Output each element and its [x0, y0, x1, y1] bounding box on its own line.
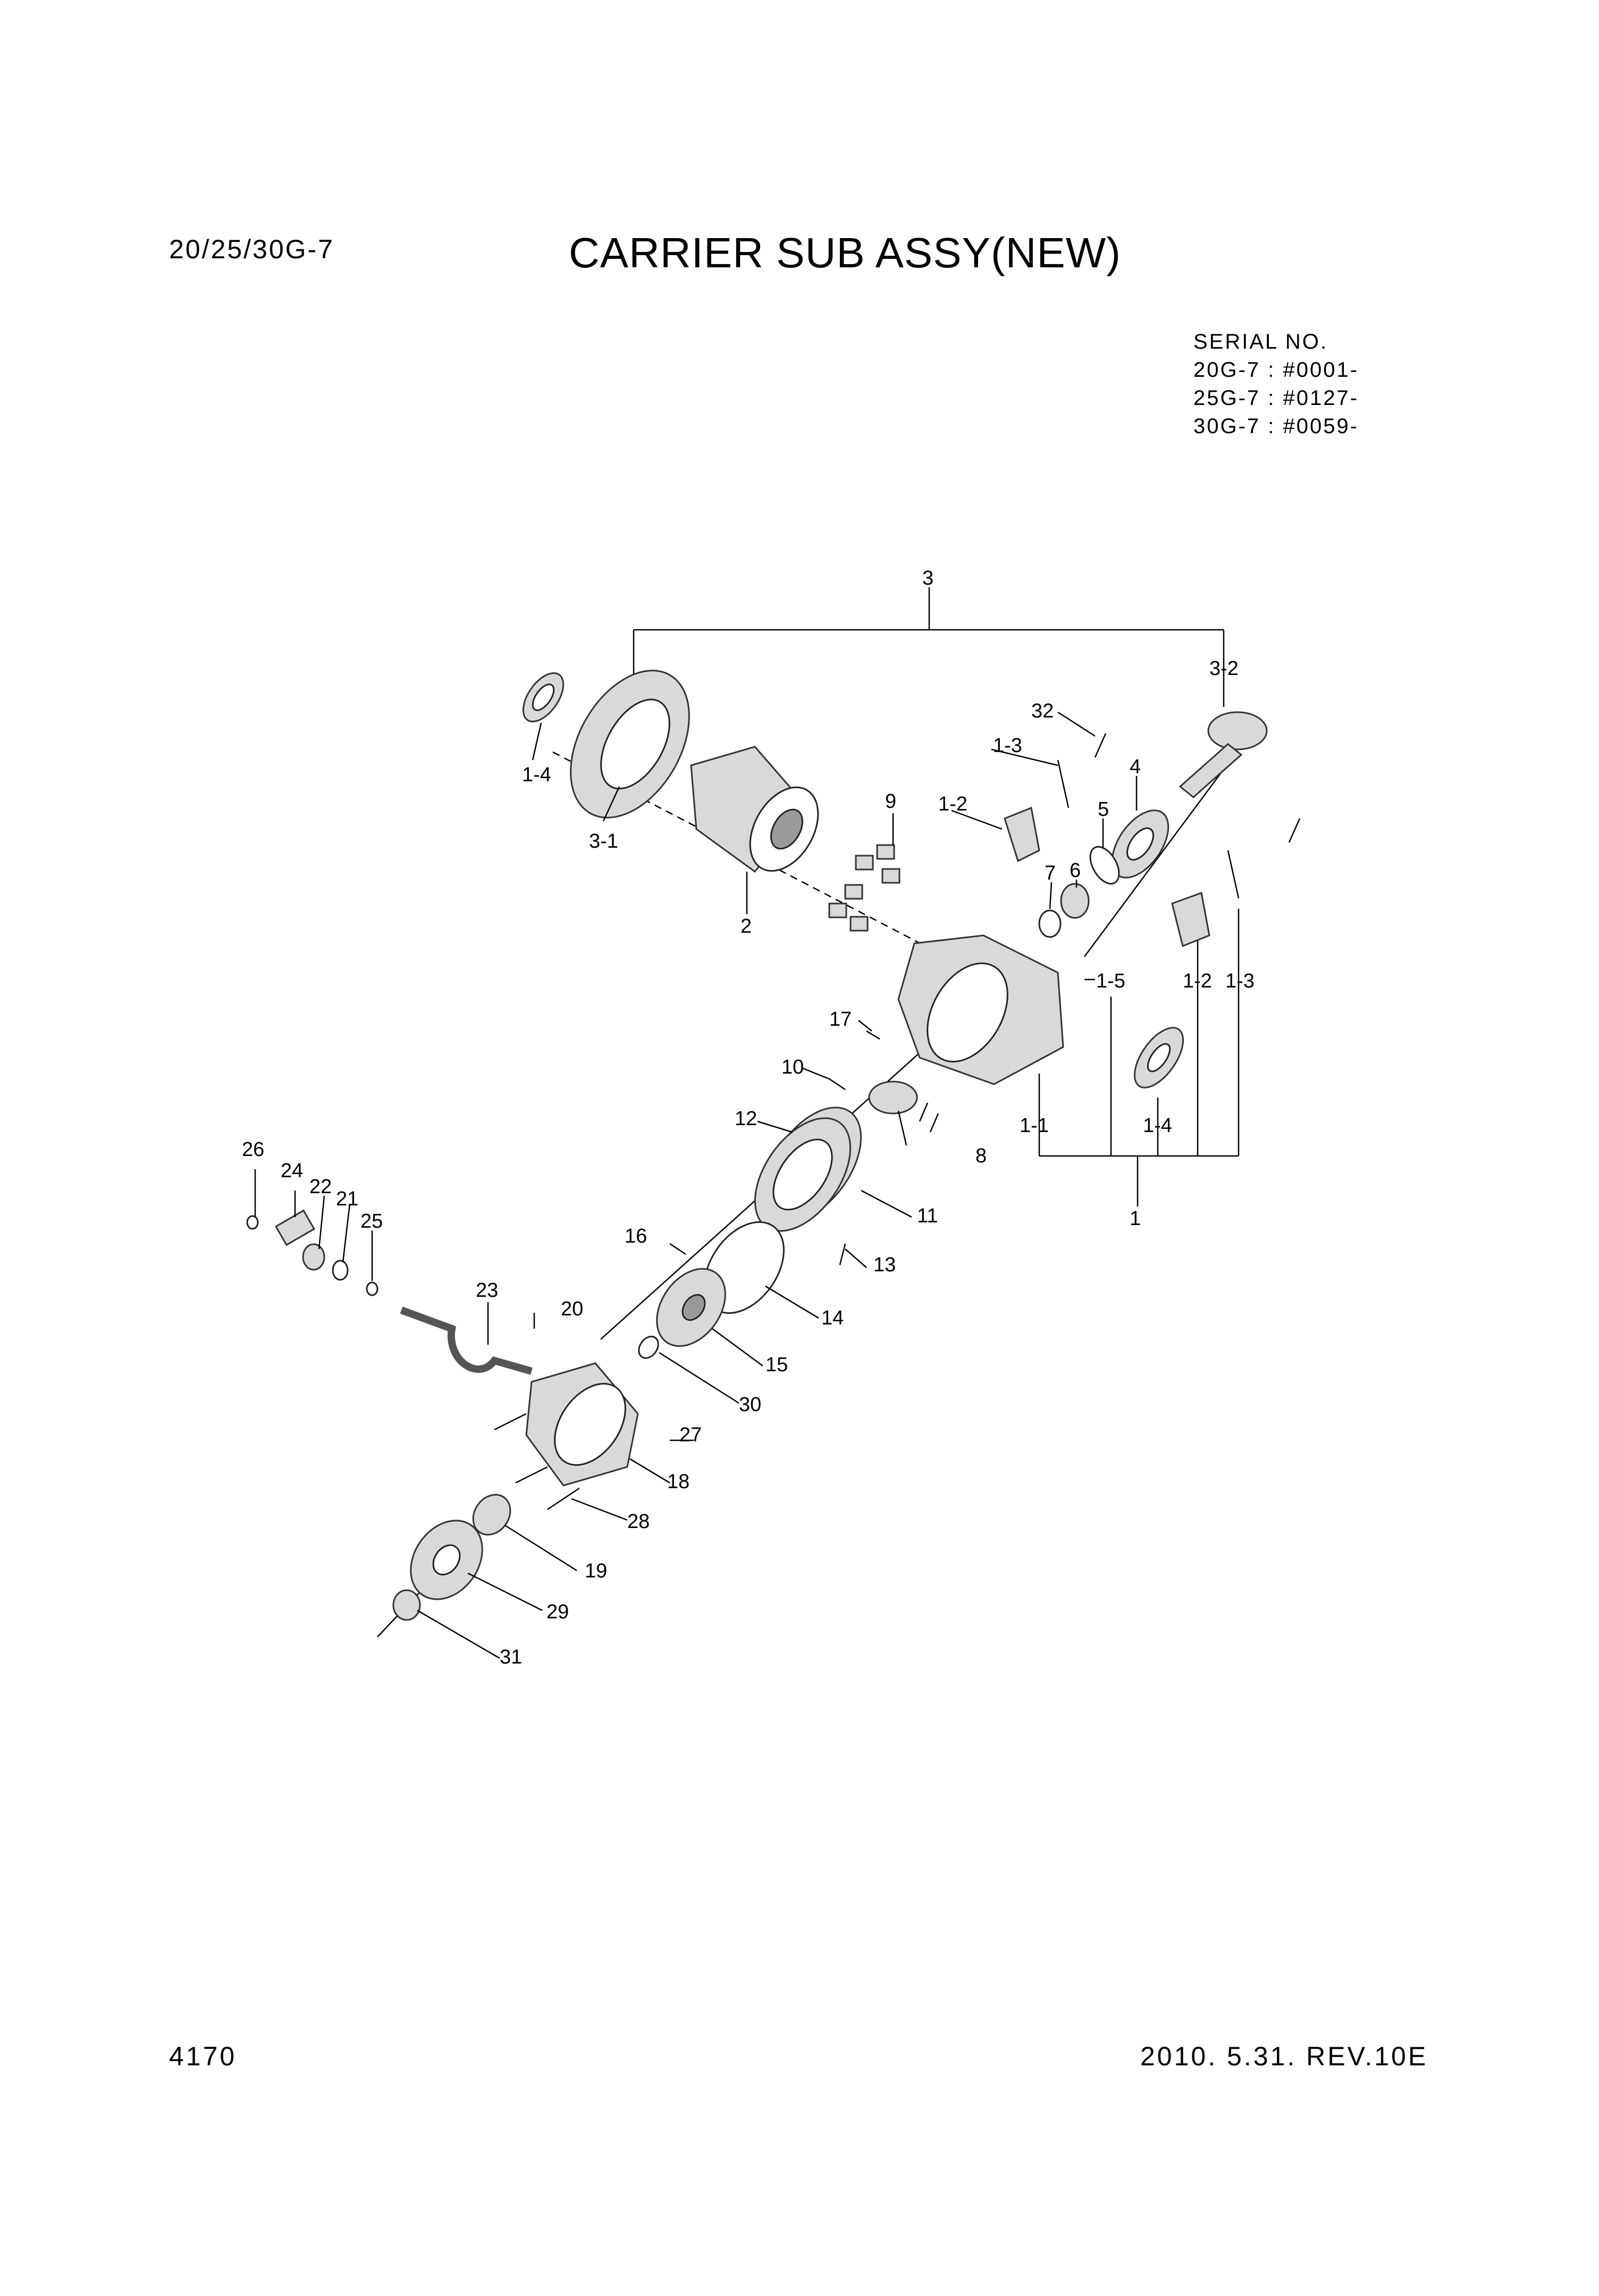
part-3-1-ring-gear [570, 670, 690, 818]
callout-6: 6 [1070, 859, 1081, 882]
callout-1: 1 [1130, 1208, 1141, 1230]
callout-24: 24 [281, 1160, 303, 1182]
callout-19: 19 [585, 1560, 607, 1582]
callout-3-1: 3-1 [589, 830, 618, 852]
model-code: 20/25/30G-7 [169, 234, 334, 264]
part-6-spacer [1060, 883, 1090, 919]
callout-23: 23 [476, 1279, 498, 1302]
serial-number-block: SERIAL NO. 20G-7 : #0001- 25G-7 : #0127-… [1193, 328, 1359, 441]
callout-7: 7 [1045, 862, 1056, 884]
part-9-bolts [828, 844, 901, 932]
callout-1-3-right: 1-3 [1225, 970, 1255, 992]
callout-30: 30 [739, 1394, 761, 1416]
callout-15: 15 [765, 1354, 788, 1376]
callout-3: 3 [922, 567, 933, 589]
callout-4: 4 [1130, 756, 1141, 778]
serial-heading: SERIAL NO. [1193, 330, 1328, 353]
callout-9: 9 [885, 790, 896, 813]
page-title: CARRIER SUB ASSY(NEW) [569, 229, 1121, 276]
part-1-4-bearing-right [1133, 1027, 1184, 1088]
part-1-1-carrier-housing [897, 934, 1064, 1085]
callout-32: 32 [1031, 700, 1054, 722]
part-1-2-bearing-cap-right [1171, 891, 1210, 948]
part-17-pin [866, 1030, 880, 1040]
callout-21: 21 [336, 1188, 358, 1210]
part-18-cover [525, 1362, 639, 1487]
serial-line-25g: 25G-7 : #0127- [1193, 386, 1359, 410]
callout-17: 17 [829, 1008, 852, 1031]
callout-2: 2 [740, 915, 752, 938]
part-31-nut [392, 1589, 421, 1621]
callout-22: 22 [309, 1176, 332, 1198]
callout-27: 27 [679, 1424, 702, 1446]
part-24-22-21-25-26-fittings [246, 1209, 378, 1296]
callout-3-2: 3-2 [1209, 657, 1239, 680]
part-1-2-bearing-cap-left [1004, 806, 1040, 863]
part-2-differential-case [690, 746, 819, 873]
part-7-ring [1038, 909, 1062, 938]
part-8-seal [868, 1081, 918, 1115]
callout-25: 25 [360, 1210, 383, 1233]
part-3-2-pinion [1179, 711, 1268, 798]
callout-8: 8 [975, 1145, 987, 1167]
callout-1-4-right: 1-4 [1143, 1115, 1172, 1137]
part-1-4-bearing-left [522, 672, 565, 723]
bracket-item-3 [633, 587, 1225, 707]
revision-date: 2010. 5.31. REV.10E [1140, 2041, 1428, 2071]
callout-29: 29 [546, 1601, 569, 1623]
callout-1-1: 1-1 [1020, 1115, 1049, 1137]
leader-lines [254, 711, 1138, 1659]
callout-11: 11 [917, 1205, 938, 1227]
callout-28: 28 [627, 1510, 650, 1533]
bracket-item-1 [1038, 909, 1240, 1206]
part-28-bolts [494, 1413, 580, 1510]
callout-5: 5 [1098, 798, 1109, 821]
callout-1-5: 1-5 [1096, 970, 1125, 992]
part-30-oring [638, 1336, 659, 1359]
callout-1-2-left: 1-2 [938, 793, 967, 815]
callout-1-3-top: 1-3 [993, 735, 1022, 757]
page-number: 4170 [169, 2041, 237, 2071]
callout-13: 13 [873, 1254, 896, 1276]
callout-20: 20 [561, 1298, 583, 1320]
part-23-pipe [400, 1306, 533, 1375]
serial-line-30g: 30G-7 : #0059- [1193, 415, 1359, 438]
part-1-3-bolts [1057, 733, 1301, 899]
callout-12: 12 [735, 1108, 757, 1130]
callout-31: 31 [500, 1646, 522, 1668]
callout-1-2-right: 1-2 [1183, 970, 1212, 992]
callout-14: 14 [821, 1307, 844, 1329]
callout-18: 18 [667, 1471, 689, 1493]
callout-1-4-left: 1-4 [522, 764, 551, 786]
part-19-seal [472, 1493, 511, 1536]
callout-labels: 3 3-2 32 1-3 1-4 3-1 9 1-2 4 5 6 7 2 1-5… [242, 567, 1255, 1668]
serial-line-20g: 20G-7 : #0001- [1193, 358, 1359, 382]
callout-10: 10 [781, 1056, 804, 1078]
part-10-pins [829, 1078, 939, 1133]
part-29-flange [410, 1520, 483, 1600]
part-5-oring [1089, 846, 1120, 885]
callout-26: 26 [242, 1138, 264, 1161]
part-15-piston [656, 1268, 726, 1347]
part-12-11-disc-pack [754, 1107, 862, 1232]
callout-16: 16 [625, 1225, 647, 1247]
